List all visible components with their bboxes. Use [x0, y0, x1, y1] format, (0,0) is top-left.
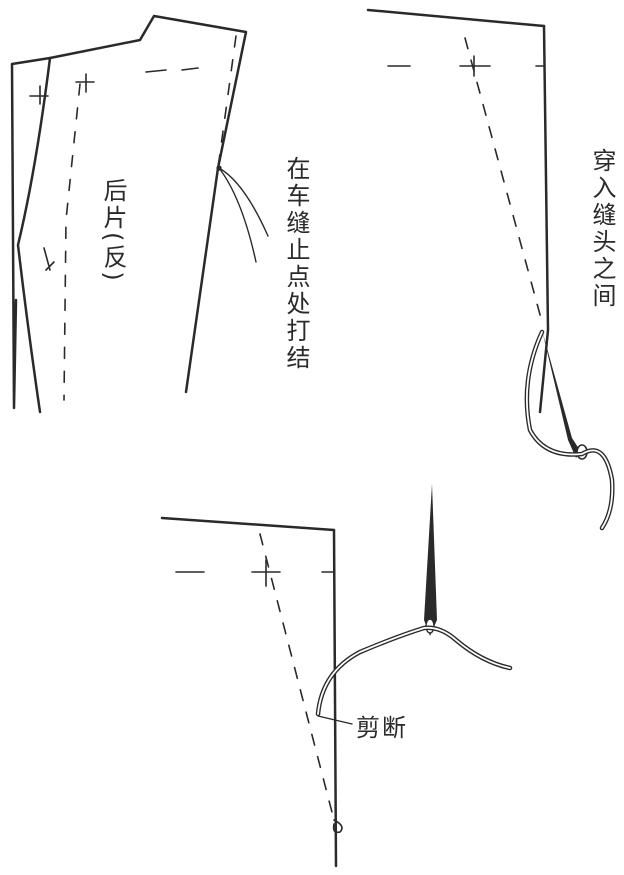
panel-3-cut-thread	[160, 484, 513, 868]
seam-allowance-top-edge	[366, 8, 546, 28]
match-marks	[387, 55, 545, 77]
back-piece-label: 后片(反)	[99, 178, 127, 284]
tie-knot-instruction: 在车缝止点处打结	[282, 156, 310, 372]
stitch-line-dashed	[464, 37, 543, 323]
stitch-line-dashed	[259, 533, 335, 821]
panel-1-tie-knot	[10, 14, 269, 414]
back-piece-under-layer-outline	[10, 56, 52, 410]
thread-inner	[317, 626, 511, 715]
cut-leader-line	[317, 715, 353, 725]
thread-icon	[218, 167, 269, 263]
thread-icon	[315, 625, 513, 717]
back-piece-outline	[16, 14, 248, 414]
seam-allowance-right-edge	[332, 528, 338, 868]
seam-allowance-right-edge	[538, 24, 550, 414]
cut-instruction: 剪断	[356, 714, 408, 742]
match-marks	[29, 67, 199, 271]
seam-allowance-top-edge	[160, 516, 336, 532]
match-marks	[175, 559, 335, 587]
panel-2-thread-through	[366, 8, 615, 531]
needle-icon	[424, 484, 437, 636]
thread-inner	[526, 331, 614, 529]
thread-through-instruction: 穿入缝头之间	[588, 148, 616, 310]
knot-icon	[332, 819, 343, 834]
needle-icon	[542, 330, 581, 458]
